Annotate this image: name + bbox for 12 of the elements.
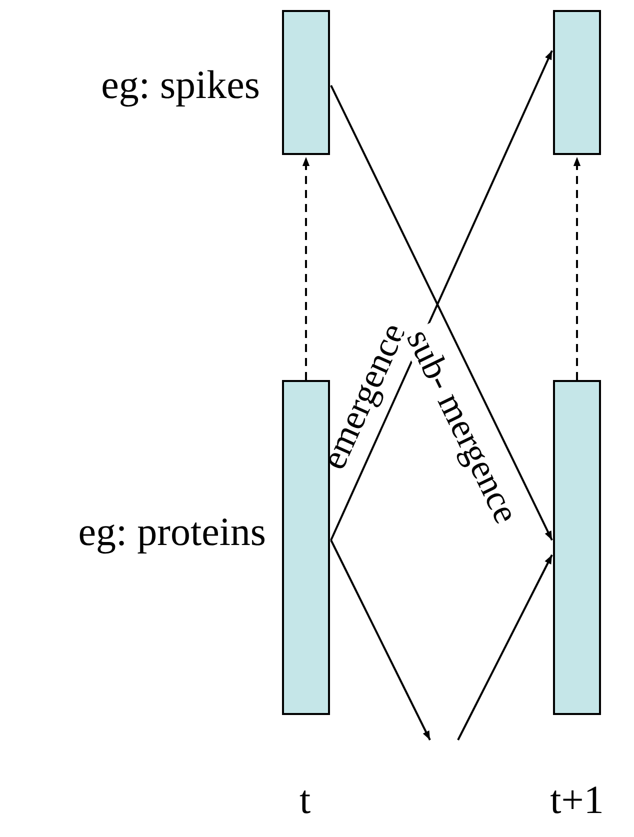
bar [282, 10, 330, 155]
time-label: t [299, 778, 311, 822]
bar [553, 10, 601, 155]
bar [553, 380, 601, 715]
time-label: t+1 [550, 778, 604, 822]
arrow [457, 554, 553, 740]
side-label: eg: spikes [101, 63, 260, 107]
arrow [302, 157, 310, 380]
side-label: eg: proteins [78, 510, 266, 554]
arrow [330, 540, 431, 740]
arrow [573, 157, 581, 380]
bar [282, 380, 330, 715]
